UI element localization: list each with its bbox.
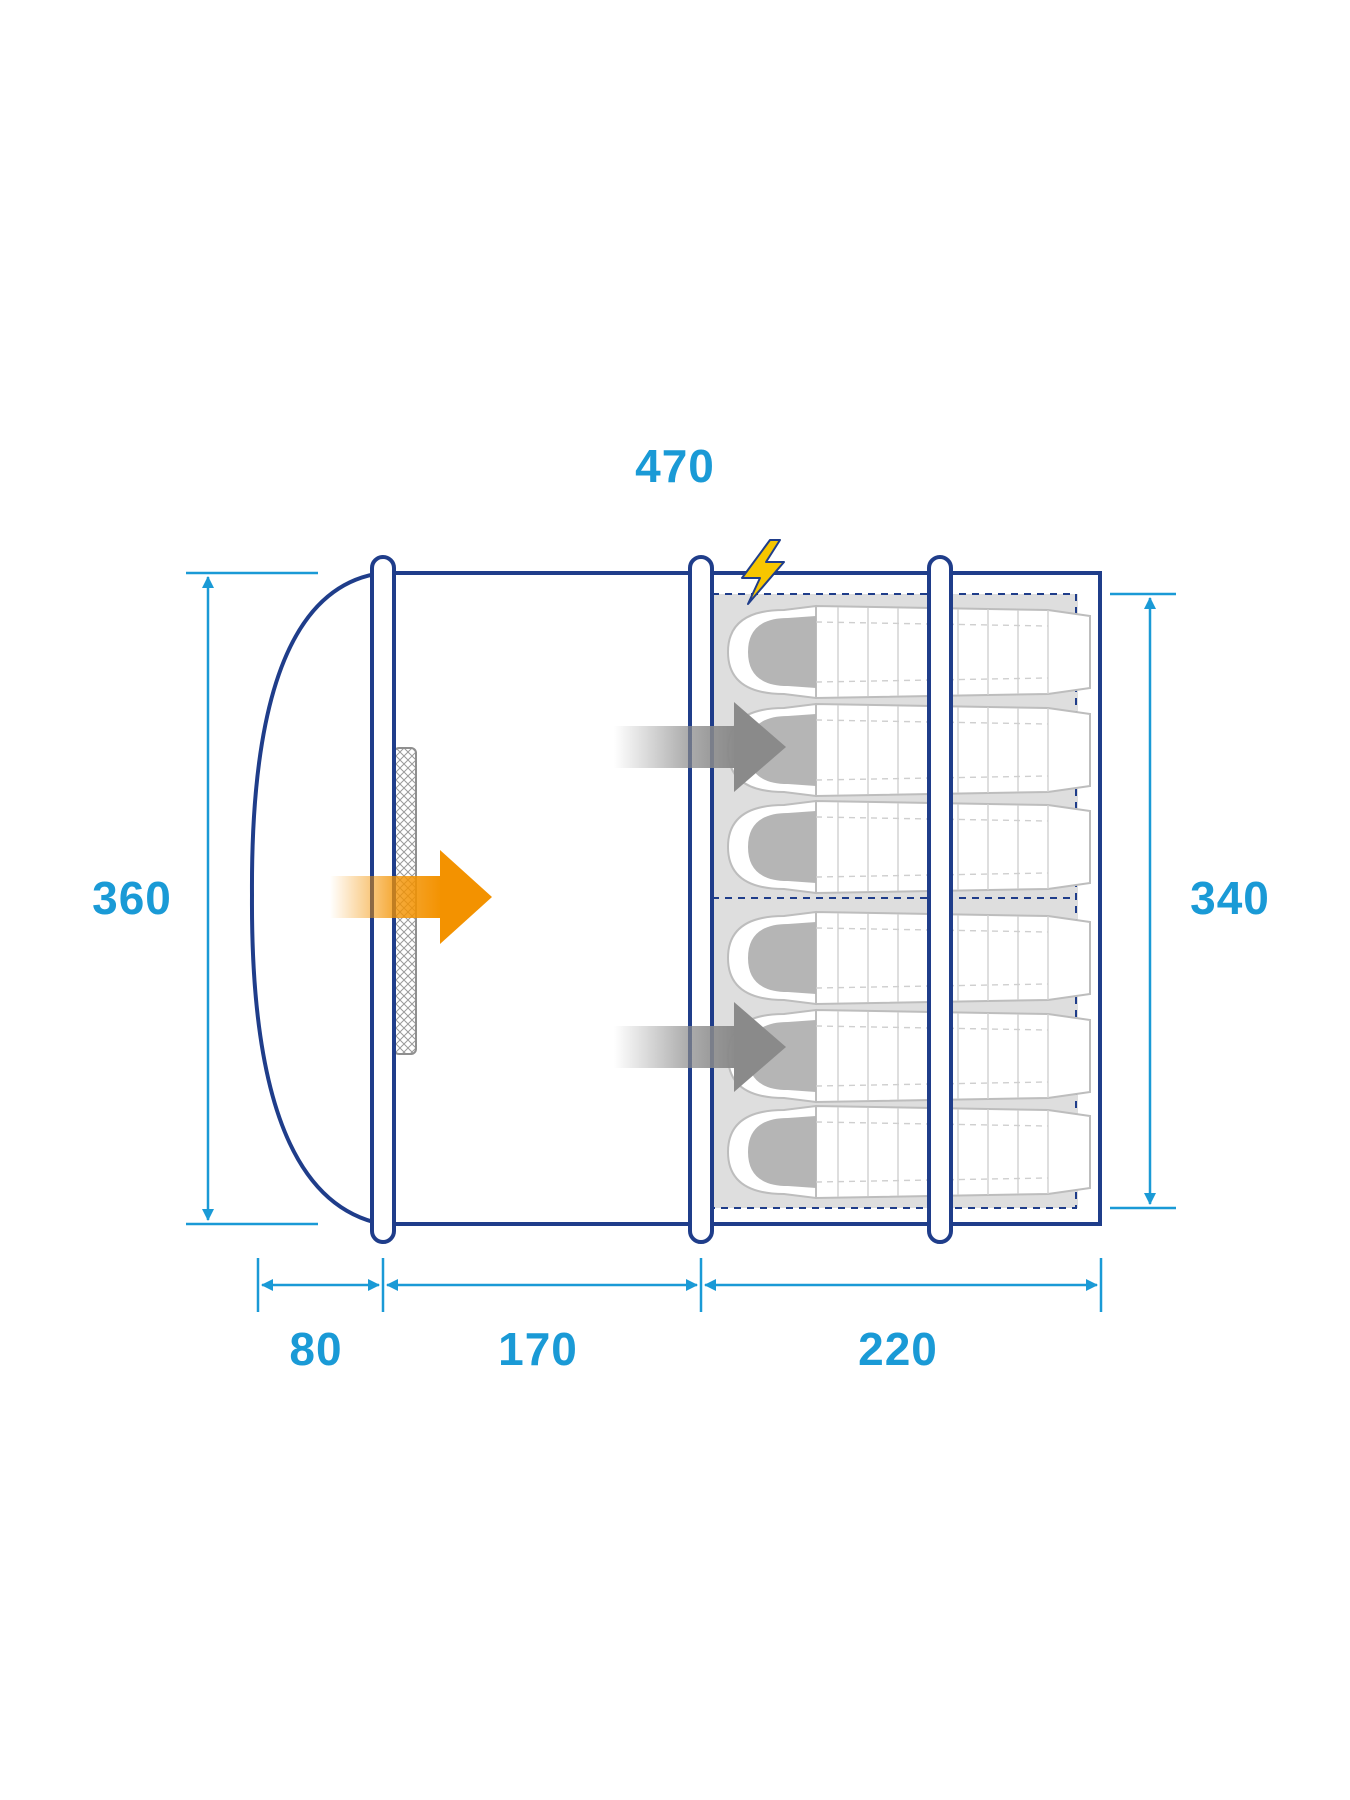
sleeping-bag [727, 911, 1091, 1005]
dimension-lines [186, 571, 1176, 1312]
bedroom-length-label: 220 [858, 1323, 938, 1375]
overall-length-label: 470 [635, 440, 715, 492]
overall-width-label: 360 [92, 872, 172, 924]
sleeping-bag [727, 605, 1091, 699]
pole-rear [927, 555, 953, 1244]
gray-entrance-arrow [614, 702, 786, 792]
porch-depth-label: 80 [289, 1323, 342, 1375]
sleeping-bag [727, 800, 1091, 894]
gray-entrance-arrow [614, 1002, 786, 1092]
lightning-icon [741, 539, 785, 605]
sleeping-bag [727, 1009, 1091, 1103]
living-length-label: 170 [498, 1323, 578, 1375]
sleeping-bag [727, 1105, 1091, 1199]
orange-entrance-arrow [330, 850, 492, 944]
pole-middle [688, 555, 714, 1244]
dimension-labels: 470 360 340 80 170 220 [92, 440, 1270, 1375]
bedroom-width-label: 340 [1190, 872, 1270, 924]
